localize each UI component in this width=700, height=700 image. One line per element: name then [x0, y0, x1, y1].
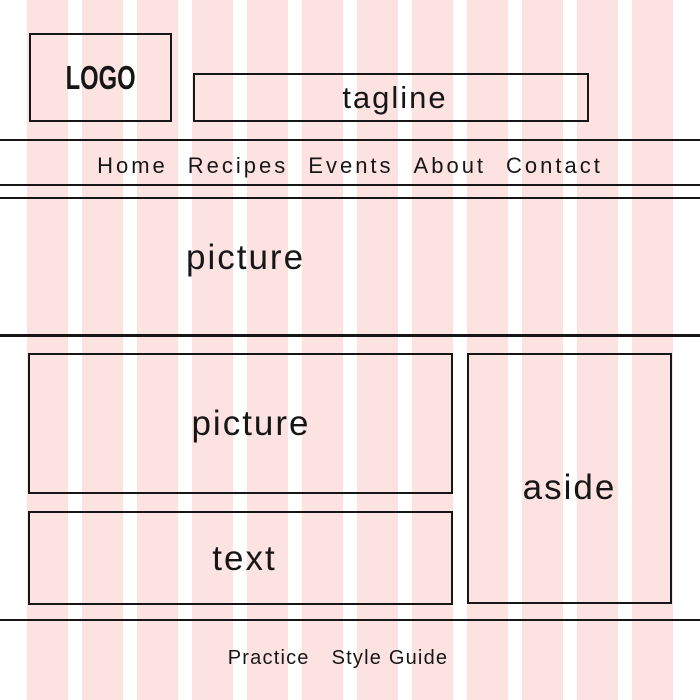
logo-box: LOGO	[29, 33, 172, 122]
tagline-box: tagline	[193, 73, 589, 122]
logo-text: LOGO	[65, 58, 136, 96]
main-nav: Home Recipes Events About Contact	[0, 139, 700, 184]
nav-item-contact[interactable]: Contact	[506, 152, 603, 178]
nav-item-about[interactable]: About	[413, 152, 487, 178]
nav-item-recipes[interactable]: Recipes	[187, 152, 289, 178]
footer-rule	[0, 619, 700, 621]
content-aside-box: aside	[467, 353, 672, 604]
content-picture-label: picture	[191, 404, 311, 443]
content-text-label: text	[212, 538, 277, 578]
nav-double-rule	[0, 197, 700, 199]
content-aside-label: aside	[522, 468, 617, 507]
nav-item-events[interactable]: Events	[308, 152, 394, 178]
content-picture-box: picture	[28, 353, 453, 494]
background-stripes	[27, 0, 673, 700]
tagline-text: tagline	[342, 79, 448, 115]
hero-bottom-rule	[0, 334, 700, 337]
footer-site-name: Practice	[227, 647, 310, 669]
nav-bottom-rule	[0, 184, 700, 186]
nav-top-rule	[0, 139, 700, 141]
nav-item-home[interactable]: Home	[97, 152, 168, 178]
footer: Practice Style Guide	[0, 647, 688, 670]
content-text-box: text	[28, 511, 453, 605]
hero-picture-placeholder: picture	[186, 238, 306, 277]
footer-page-name: Style Guide	[331, 647, 449, 669]
